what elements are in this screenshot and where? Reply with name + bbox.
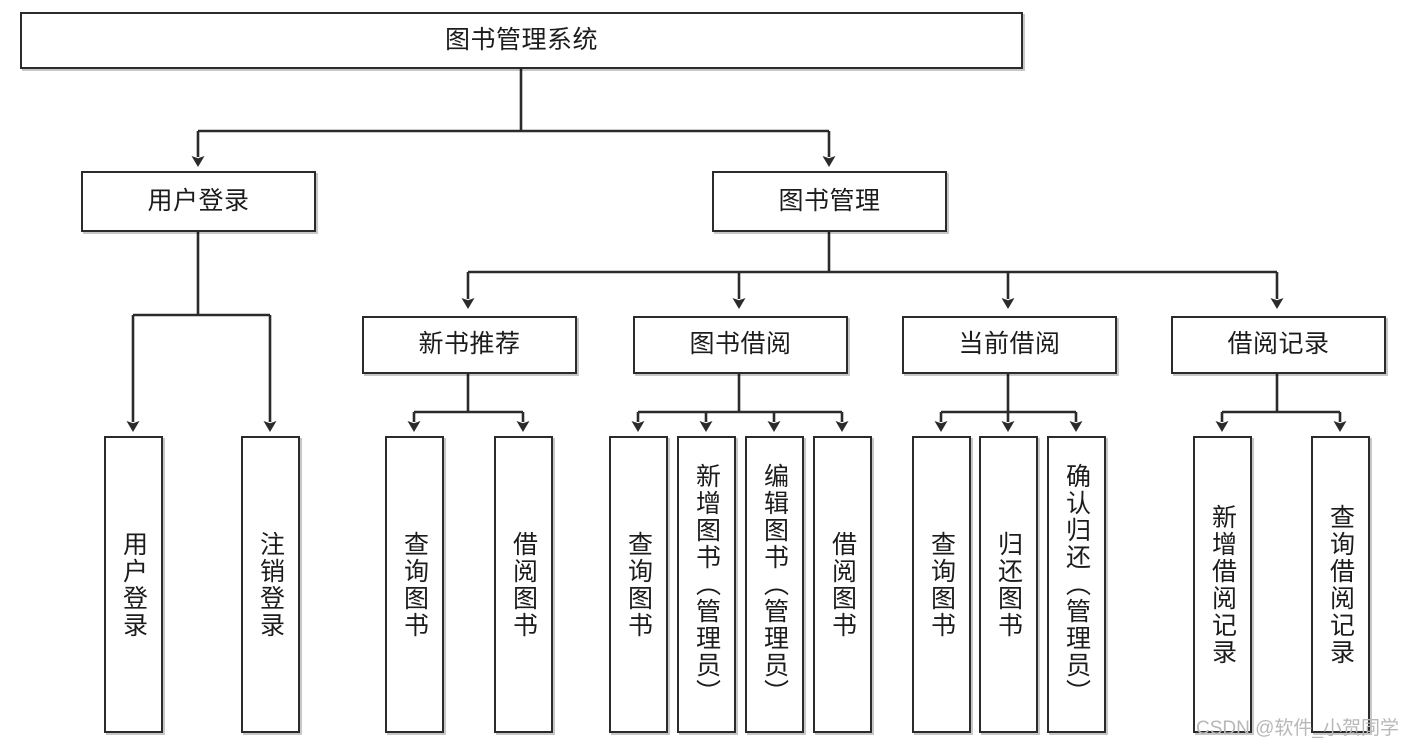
leaf-logout-login-label: 注销登录 <box>256 530 285 639</box>
node-book-borrow[interactable]: 图书借阅 <box>633 316 848 374</box>
leaf-borrow-book-borrow-label: 借阅图书 <box>828 530 857 639</box>
leaf-query-book-borrow[interactable]: 查询图书 <box>609 436 668 733</box>
node-user-login[interactable]: 用户登录 <box>81 171 316 232</box>
node-current-borrow-label: 当前借阅 <box>958 330 1061 359</box>
leaf-query-book-recommend[interactable]: 查询图书 <box>385 436 444 733</box>
leaf-add-borrow-record-label: 新增借阅记录 <box>1208 503 1237 666</box>
leaf-add-book-admin-label: 新增图书（管理员） <box>692 463 721 706</box>
leaf-query-borrow-record-label: 查询借阅记录 <box>1326 503 1355 666</box>
node-user-login-label: 用户登录 <box>147 186 250 215</box>
node-current-borrow[interactable]: 当前借阅 <box>902 316 1117 374</box>
leaf-borrow-book-recommend-label: 借阅图书 <box>509 530 538 639</box>
leaf-query-book-recommend-label: 查询图书 <box>400 530 429 639</box>
leaf-query-borrow-record[interactable]: 查询借阅记录 <box>1311 436 1370 733</box>
leaf-query-book-current-label: 查询图书 <box>927 530 956 639</box>
leaf-borrow-book-recommend[interactable]: 借阅图书 <box>494 436 553 733</box>
leaf-user-login[interactable]: 用户登录 <box>104 436 163 733</box>
node-book-borrow-label: 图书借阅 <box>689 330 792 359</box>
leaf-logout-login[interactable]: 注销登录 <box>241 436 300 733</box>
leaf-return-book-label: 归还图书 <box>994 530 1023 639</box>
csdn-watermark: CSDN @软件_小贺同学 <box>1196 718 1399 739</box>
leaf-return-book[interactable]: 归还图书 <box>979 436 1038 733</box>
leaf-user-login-label: 用户登录 <box>119 530 148 639</box>
leaf-query-book-current[interactable]: 查询图书 <box>912 436 971 733</box>
leaf-borrow-book-borrow[interactable]: 借阅图书 <box>813 436 872 733</box>
node-book-manage-label: 图书管理 <box>778 186 881 215</box>
node-book-manage[interactable]: 图书管理 <box>712 171 947 232</box>
node-borrow-record[interactable]: 借阅记录 <box>1171 316 1386 374</box>
node-new-book-recommend[interactable]: 新书推荐 <box>362 316 577 374</box>
node-borrow-record-label: 借阅记录 <box>1227 330 1330 359</box>
node-root-label: 图书管理系统 <box>444 25 598 54</box>
node-new-book-recommend-label: 新书推荐 <box>418 330 521 359</box>
leaf-add-borrow-record[interactable]: 新增借阅记录 <box>1193 436 1252 733</box>
leaf-edit-book-admin-label: 编辑图书（管理员） <box>760 463 789 706</box>
leaf-query-book-borrow-label: 查询图书 <box>624 530 653 639</box>
leaf-edit-book-admin[interactable]: 编辑图书（管理员） <box>745 436 804 733</box>
leaf-confirm-return-admin-label: 确认归还（管理员） <box>1062 463 1091 706</box>
node-root[interactable]: 图书管理系统 <box>20 12 1023 69</box>
leaf-add-book-admin[interactable]: 新增图书（管理员） <box>677 436 736 733</box>
leaf-confirm-return-admin[interactable]: 确认归还（管理员） <box>1047 436 1106 733</box>
